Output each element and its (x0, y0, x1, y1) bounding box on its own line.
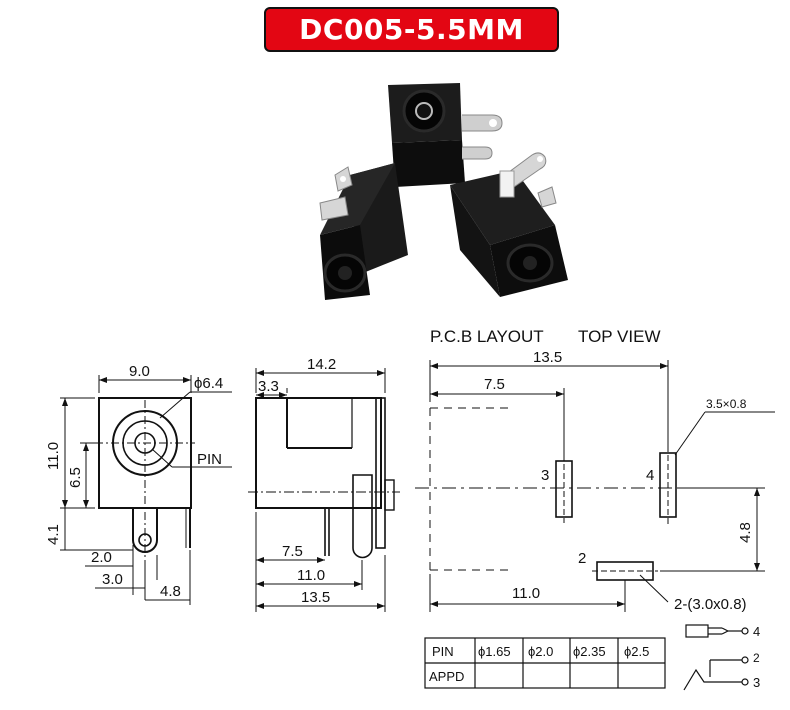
front-view (60, 375, 232, 605)
front-pin-side-label: 4.8 (160, 583, 181, 600)
front-height-label: 11.0 (45, 442, 62, 470)
front-width-label: 9.0 (129, 363, 150, 380)
pcb-pin4-label: 4 (646, 467, 654, 484)
pcb-vertical-label: 4.8 (737, 522, 754, 543)
side-d2-label: 11.0 (297, 567, 325, 584)
schematic-pin3: 3 (753, 675, 760, 690)
side-d3-label: 13.5 (301, 589, 330, 606)
front-center-height-label: 6.5 (67, 467, 84, 488)
schematic-pin4: 4 (753, 624, 760, 639)
pcb-pin2-spec-label: 2-(3.0x0.8) (674, 596, 747, 613)
product-photo (319, 83, 568, 300)
table-header-4: ϕ2.5 (624, 644, 649, 659)
side-front-label: 3.3 (258, 378, 279, 395)
schematic-pin2: 2 (753, 651, 760, 665)
pcb-to-pin2-label: 11.0 (512, 585, 540, 602)
table-header-2: ϕ2.0 (528, 644, 553, 659)
top-view-title: TOP VIEW (578, 327, 661, 346)
front-pin-width-label: 2.0 (91, 549, 112, 566)
side-length-label: 14.2 (307, 356, 336, 373)
pcb-layout-title: P.C.B LAYOUT (430, 327, 544, 346)
table-header-1: ϕ1.65 (478, 644, 511, 659)
pcb-pin2-label: 2 (578, 550, 586, 567)
table-header-pin: PIN (432, 644, 454, 659)
pin-table (424, 637, 666, 689)
jack-top (388, 83, 503, 187)
front-diameter-label: ϕ6.4 (194, 375, 223, 392)
jack-schematic (683, 624, 749, 691)
table-row-appd: APPD (429, 669, 464, 684)
table-header-3: ϕ2.35 (573, 644, 606, 659)
pcb-to-pin3-label: 7.5 (484, 376, 505, 393)
side-view (248, 368, 400, 612)
pcb-total-label: 13.5 (533, 349, 562, 366)
pcb-slot-label: 3.5×0.8 (706, 397, 747, 411)
front-pin-length-label: 4.1 (45, 524, 62, 545)
pcb-pin3-label: 3 (541, 467, 549, 484)
side-d1-label: 7.5 (282, 543, 303, 560)
jack-left (319, 163, 408, 300)
jack-right (450, 152, 568, 297)
front-pin-label: PIN (197, 451, 222, 468)
front-pin-offset-label: 3.0 (102, 571, 123, 588)
dimension-arrows (62, 363, 760, 609)
pcb-layout (415, 360, 775, 612)
product-title-banner: DC005-5.5MM (264, 7, 559, 52)
